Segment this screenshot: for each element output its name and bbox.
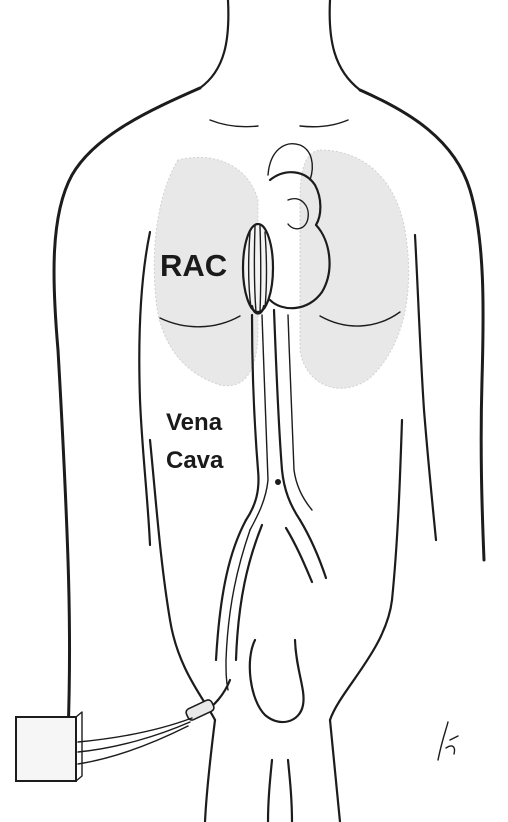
right-iliac-outer <box>300 520 326 578</box>
left-leg-inner <box>268 760 272 822</box>
left-thigh-outline <box>205 720 215 822</box>
clavicle-right <box>300 120 348 127</box>
cava-label: Cava <box>166 448 223 473</box>
vena-label: Vena <box>166 410 222 435</box>
artist-signature <box>438 722 458 760</box>
right-leg-inner <box>288 760 292 822</box>
catheter-iliac <box>226 530 250 690</box>
left-torso-side <box>150 440 215 720</box>
right-arm-inner <box>415 235 436 540</box>
left-iliac-inner <box>236 525 262 660</box>
right-thigh-outline <box>330 720 340 822</box>
left-arm-inner <box>139 232 150 545</box>
rac-device <box>243 224 273 312</box>
catheter-connector <box>185 699 215 722</box>
external-control-box <box>16 717 76 781</box>
lead-wire-1 <box>78 718 192 742</box>
neck-right-outline <box>330 0 360 90</box>
clavicle-left <box>210 120 258 127</box>
rac-label: RAC <box>160 250 227 283</box>
lead-wire-3 <box>78 726 188 764</box>
vessel-branch-dot <box>275 479 281 485</box>
right-torso-side <box>330 420 402 720</box>
lead-wire-2 <box>78 722 190 752</box>
vena-cava-right-wall <box>274 310 300 520</box>
neck-left-outline <box>200 0 228 88</box>
genital-outline <box>250 640 304 722</box>
left-iliac-outer <box>216 520 246 660</box>
